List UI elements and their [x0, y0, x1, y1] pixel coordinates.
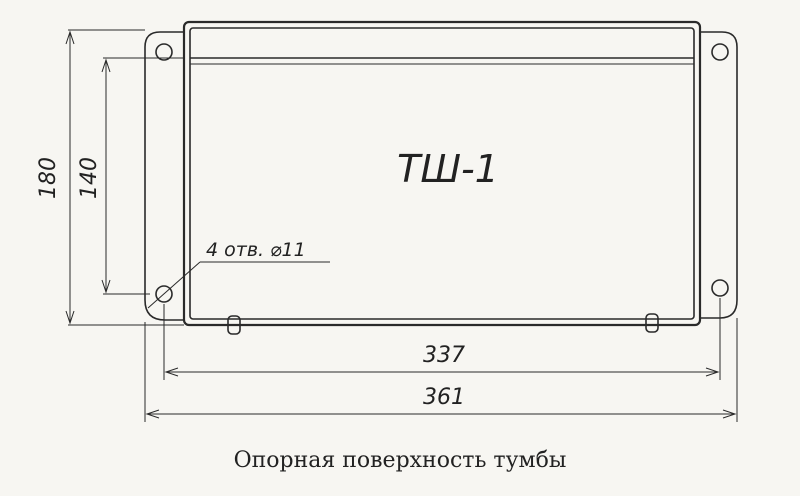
hole-bottom-right: [711, 279, 729, 297]
bottom-fastener-left: [227, 315, 241, 335]
dim-361-arrow-right: [722, 409, 737, 419]
cabinet-outer-outline: [182, 20, 702, 327]
cabinet-inner-outline: [189, 27, 695, 320]
right-flange: [700, 31, 738, 319]
hole-bottom-left: [155, 285, 173, 303]
dim-337-arrow-right: [705, 367, 720, 377]
holes-note: 4 отв. ⌀11: [206, 239, 306, 261]
dim-180-arrow-bottom: [65, 310, 75, 325]
dim-337-arrow-left: [164, 367, 179, 377]
hole-top-left: [155, 43, 173, 61]
dim-outer-width: 361: [423, 385, 465, 410]
cabinet-label: ТШ-1: [397, 147, 499, 191]
holes-leader-line: [147, 261, 201, 309]
hole-top-right: [711, 43, 729, 61]
technical-drawing: ТШ-1 4 отв. ⌀11 180 140 337 361: [36, 20, 738, 422]
dim-180-arrow-top: [65, 30, 75, 45]
dim-140-arrow-top: [101, 58, 111, 73]
dim-140-arrow-bottom: [101, 279, 111, 294]
figure-caption: Опорная поверхность тумбы: [233, 448, 567, 473]
dim-361-arrow-left: [145, 409, 160, 419]
dim-inner-height: 140: [77, 157, 102, 199]
left-flange: [144, 31, 184, 321]
dim-outer-height: 180: [36, 157, 61, 199]
bottom-fastener-right: [645, 313, 659, 333]
dim-inner-width: 337: [423, 343, 465, 368]
